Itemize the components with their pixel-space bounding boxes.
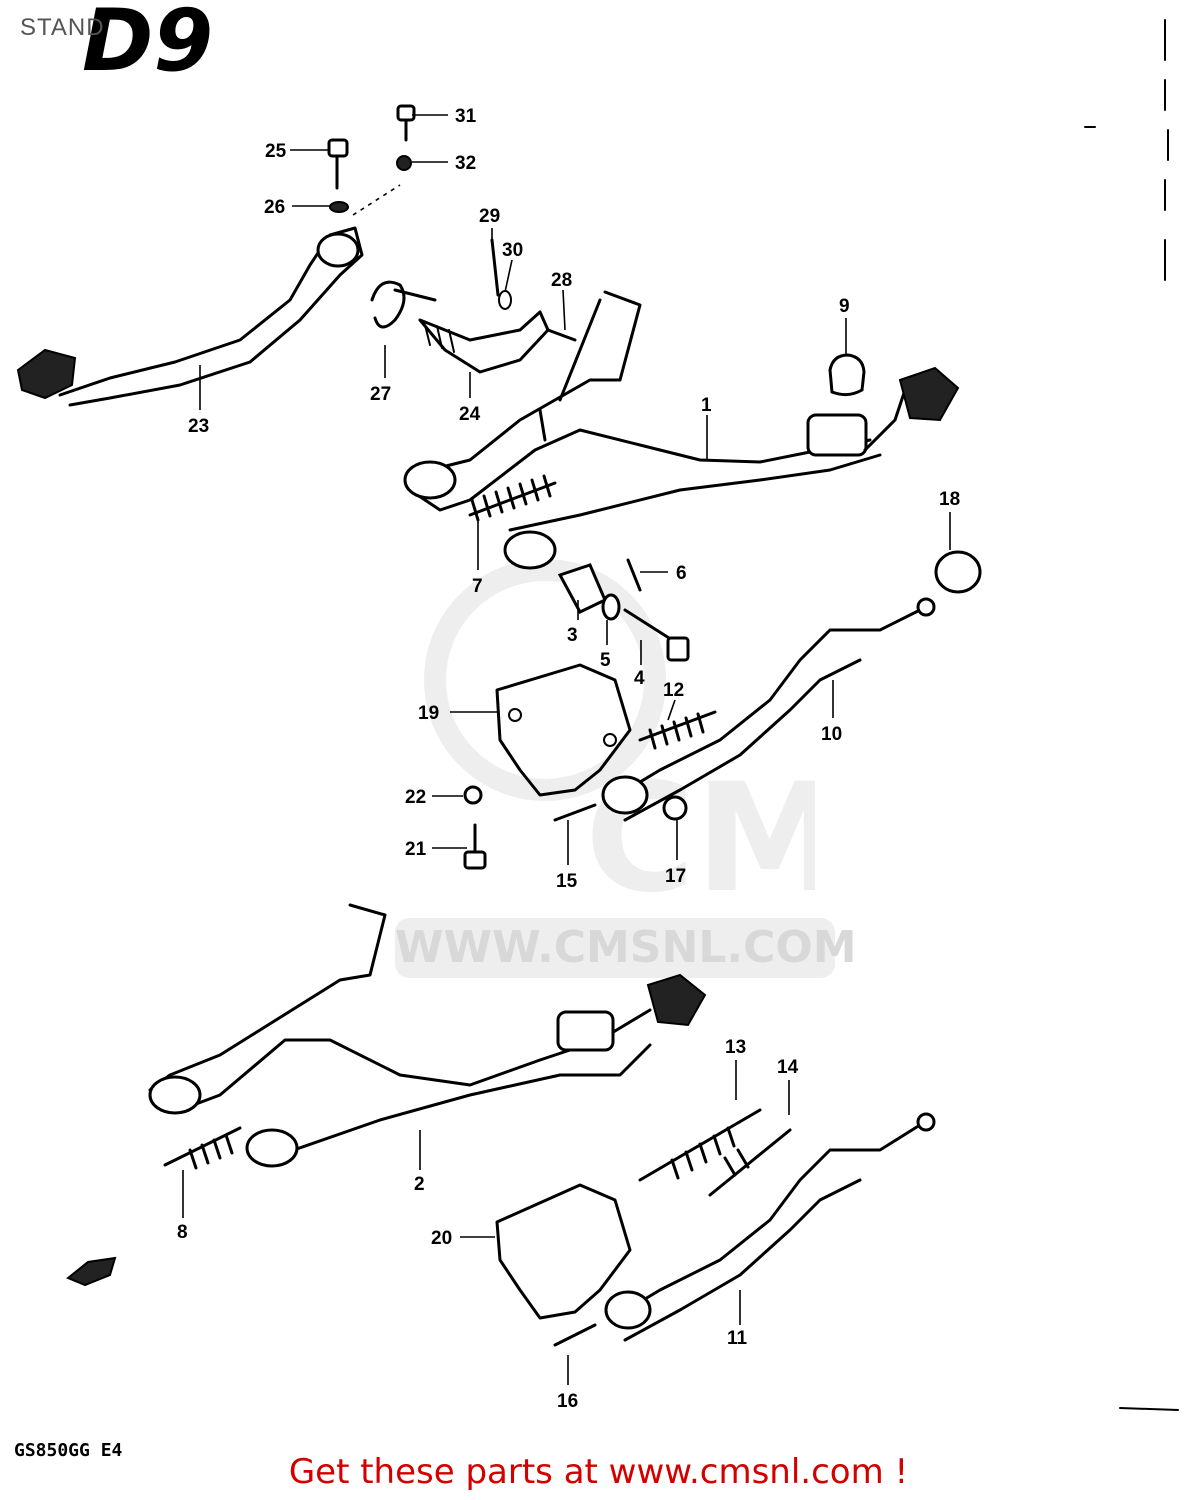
part-6-pin — [626, 558, 642, 592]
part-31-bolt — [396, 104, 416, 122]
callout-32: 32 — [455, 153, 476, 174]
part-14-spring — [708, 1128, 792, 1197]
callout-29: 29 — [479, 206, 500, 227]
callout-8: 8 — [177, 1222, 188, 1243]
callout-21: 21 — [405, 839, 427, 860]
callout-19: 19 — [418, 703, 439, 724]
callout-11: 11 — [727, 1328, 748, 1349]
part-29-pin — [490, 238, 500, 297]
callout-28: 28 — [551, 270, 572, 291]
part-15-bolt — [553, 803, 597, 822]
part-7-spring — [468, 474, 557, 522]
diagram-logo: D9 — [82, 0, 213, 91]
callout-2: 2 — [414, 1174, 425, 1195]
part-22-nut — [463, 785, 483, 805]
part-23-brake-pedal — [16, 226, 364, 407]
callout-26: 26 — [264, 197, 285, 218]
callout-6: 6 — [676, 563, 687, 584]
callout-7: 7 — [472, 576, 483, 597]
part-13-spring — [638, 1108, 762, 1182]
callout-20: 20 — [431, 1228, 452, 1249]
part-18-rubber — [934, 550, 982, 594]
callout-27: 27 — [370, 384, 391, 405]
callout-22: 22 — [405, 787, 426, 808]
part-17-nut — [662, 795, 688, 821]
callout-9: 9 — [839, 296, 850, 317]
part-3-collar — [557, 563, 607, 614]
callout-4: 4 — [634, 668, 645, 689]
part-28-bolt — [546, 328, 577, 342]
callout-24: 24 — [459, 404, 481, 425]
callout-5: 5 — [600, 650, 611, 671]
callout-17: 17 — [665, 866, 686, 887]
part-19-bracket — [495, 663, 632, 797]
callout-31: 31 — [455, 106, 477, 127]
callout-1: 1 — [701, 395, 712, 416]
watermark-url: WWW.CMSNL.COM — [395, 918, 857, 978]
callout-10: 10 — [821, 724, 842, 745]
part-9-cap — [828, 353, 866, 397]
callout-14: 14 — [777, 1057, 799, 1078]
callout-18: 18 — [939, 489, 960, 510]
callout-3: 3 — [567, 625, 578, 646]
part-32-nut — [396, 155, 412, 171]
callout-25: 25 — [265, 141, 287, 162]
part-2-center-stand — [148, 903, 707, 1168]
part-26-washer — [329, 201, 349, 213]
part-10-side-stand — [608, 608, 922, 802]
callout-23: 23 — [188, 416, 209, 437]
forward-arrow-icon — [66, 1256, 117, 1287]
part-5-washer — [601, 593, 621, 621]
part-1-center-stand — [403, 290, 960, 570]
model-code: GS850GG E4 — [14, 1440, 123, 1461]
part-12-spring — [638, 710, 717, 750]
page-title: STAND — [20, 14, 105, 41]
part-8-spring — [163, 1126, 242, 1170]
part-30-clip — [498, 290, 512, 310]
part-27-spring — [370, 280, 437, 329]
callout-30: 30 — [502, 240, 523, 261]
part-11-side-stand — [608, 1123, 922, 1322]
part-20-bracket — [495, 1183, 632, 1320]
part-24-shaft — [418, 310, 550, 374]
callout-15: 15 — [556, 871, 578, 892]
part-16-bolt — [553, 1323, 597, 1347]
callout-16: 16 — [557, 1391, 578, 1412]
callout-12: 12 — [663, 680, 684, 701]
shop-link[interactable]: Get these parts at www.cmsnl.com ! — [288, 1452, 909, 1492]
callout-13: 13 — [725, 1037, 746, 1058]
